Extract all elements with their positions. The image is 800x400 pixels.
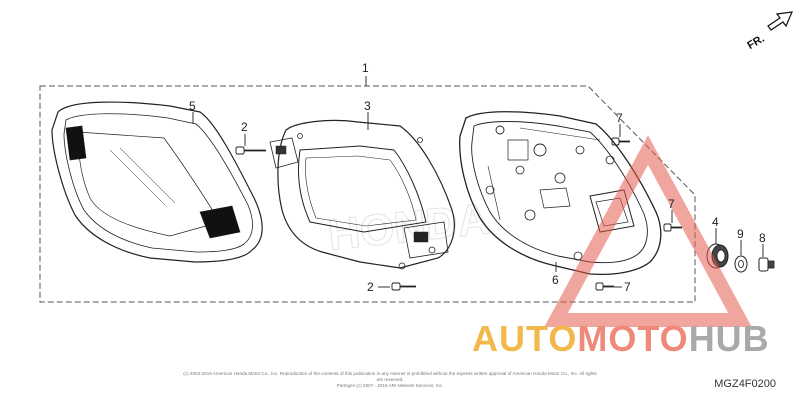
callout-2-lower: 2 [367,280,374,294]
front-direction-arrow: FR. [745,11,793,52]
bolt [758,257,775,272]
callout-8: 8 [759,231,766,245]
screw-7-right [663,223,682,232]
callout-7-bottom: 7 [624,280,631,294]
meter-case [459,111,662,276]
copyright-notice: (c) 2002-2015 American Honda Motor Co., … [180,371,600,389]
callout-5: 5 [189,99,196,113]
copyright-line-1: (c) 2002-2015 American Honda Motor Co., … [183,371,597,382]
callout-4: 4 [712,215,719,229]
arrow-icon [767,11,793,31]
screw-7-bottom [595,282,614,291]
callout-7-top: 7 [616,111,623,125]
diagram-part-code: MGZ4F0200 [714,378,776,390]
callout-7-right: 7 [668,197,675,211]
meter-display-unit [269,119,455,270]
meter-cover-lens [51,101,263,263]
screw-2-lower [391,282,416,291]
direction-label: FR. [745,33,766,52]
watermark-part-hub: HUB [688,318,770,359]
callout-3: 3 [364,99,371,113]
callout-9: 9 [737,227,744,241]
washer [734,255,748,273]
watermark-part-moto: MOTO [577,318,689,359]
callout-1: 1 [362,61,369,75]
screw-7-top [611,137,630,146]
watermark-logo: AUTOMOTOHUB [472,318,770,360]
assembly-boundary [39,85,696,303]
watermark-part-auto: AUTO [472,318,578,359]
callout-6: 6 [552,273,559,287]
callout-2-upper: 2 [241,120,248,134]
watermark-triangle [544,135,752,327]
screw-2-upper [235,146,266,155]
copyright-line-2: Partsgen (c) 2007 - 2015 ARI Network Ser… [336,383,444,388]
